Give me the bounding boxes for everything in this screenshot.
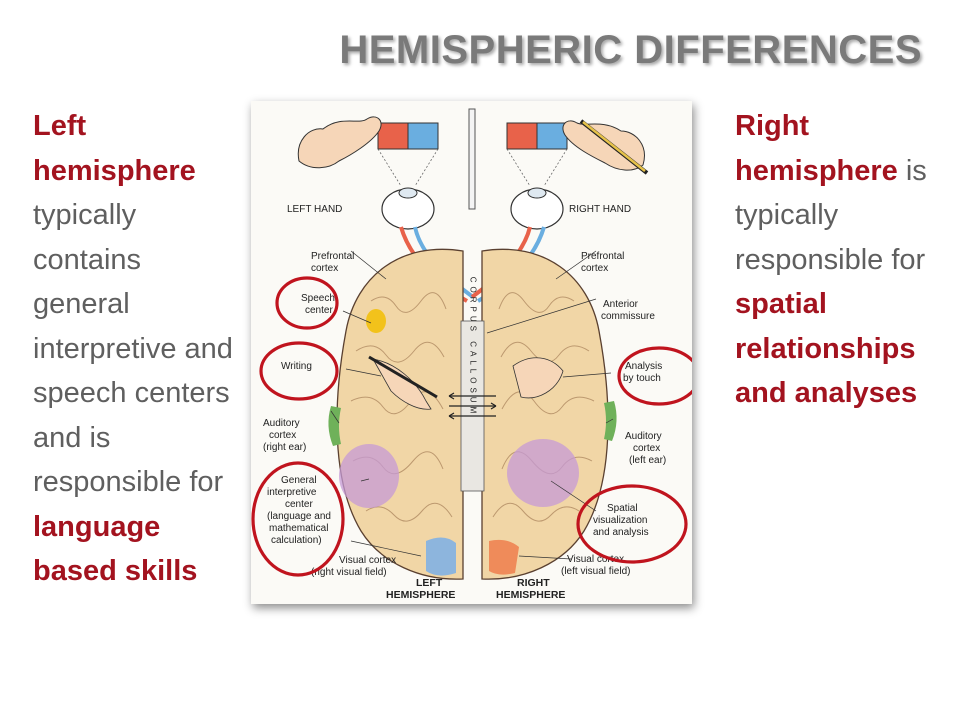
left-visual-cortex — [426, 537, 456, 576]
left-emphasis: language based skills — [33, 510, 198, 588]
divider-screen — [468, 108, 476, 210]
right-hand-label: RIGHT HAND — [569, 204, 631, 215]
visual-right-label: Visual cortex(left visual field) — [561, 554, 630, 577]
interpretive-region — [339, 444, 399, 508]
commissure-arrows — [448, 392, 497, 420]
writing-label: Writing — [281, 361, 312, 372]
highlight-circles — [251, 276, 692, 577]
right-visual-square — [506, 122, 568, 150]
writing-highlight-circle — [259, 341, 339, 401]
spatial-highlight-circle — [576, 484, 688, 564]
left-heading: Left hemisphere — [33, 110, 196, 187]
right-hand-icon — [562, 119, 649, 175]
right-hemisphere-shape — [481, 248, 609, 580]
left-eye-icon — [381, 187, 435, 230]
interpretive-highlight-circle — [251, 461, 345, 577]
right-auditory-region — [604, 401, 617, 441]
right-heading: Right hemisphere — [735, 110, 898, 187]
left-body: typically contains general interpretive … — [33, 199, 233, 498]
left-hemisphere-description: Left hemisphere typically contains gener… — [33, 104, 245, 594]
speech-region — [366, 309, 386, 333]
left-hand-icon — [297, 116, 382, 169]
right-hemisphere-description: Right hemisphere is typically responsibl… — [735, 104, 950, 416]
left-hand-label: LEFT HAND — [287, 204, 342, 215]
spatial-region — [507, 439, 579, 507]
speech-highlight-circle — [275, 276, 339, 330]
right-visual-cortex — [489, 539, 519, 575]
corpus-callosum-label: CORPUS CALLOSUM — [469, 277, 478, 417]
left-visual-square — [377, 122, 439, 150]
touch-hand-icon — [512, 357, 564, 399]
page-title: HEMISPHERIC DIFFERENCES — [339, 28, 922, 72]
left-hemisphere-shape — [336, 248, 464, 580]
left-auditory-region — [328, 406, 341, 446]
visual-left-label: Visual cortex(right visual field) — [311, 555, 396, 578]
pencil-icon — [368, 355, 438, 399]
right-emphasis: spatial relationships and analyses — [735, 288, 918, 409]
touch-highlight-circle — [617, 346, 692, 406]
right-body: is typically responsible for — [735, 154, 927, 276]
writing-hand-icon — [372, 358, 432, 410]
right-eye-icon — [510, 187, 564, 230]
